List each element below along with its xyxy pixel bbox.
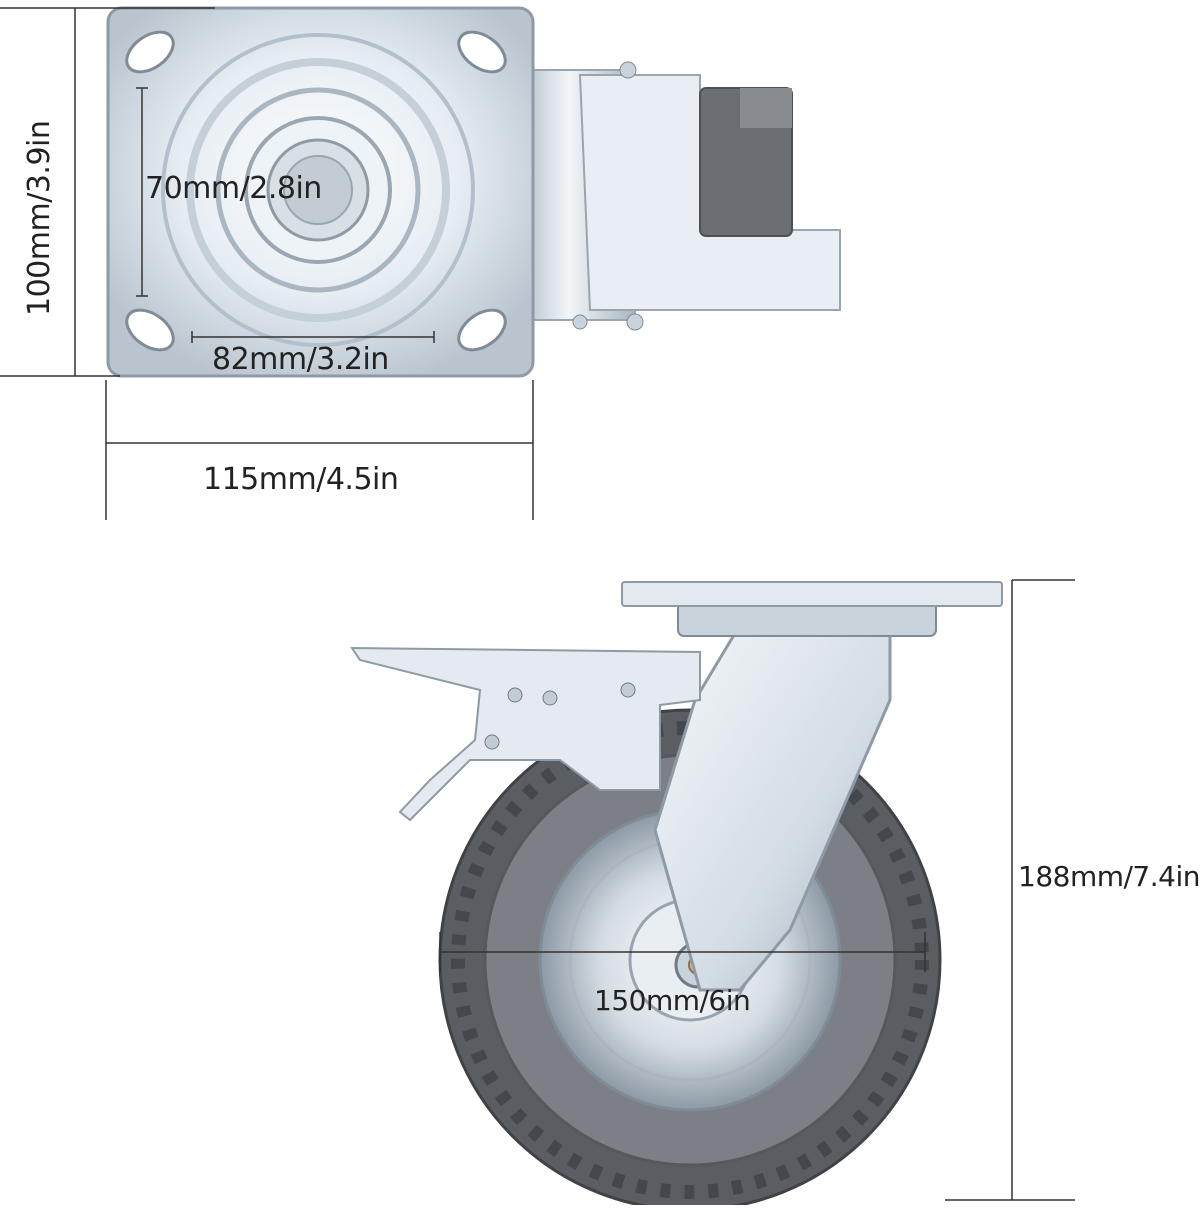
top-plate	[106, 6, 535, 378]
brake-lever	[350, 646, 701, 822]
fork	[653, 623, 892, 992]
side-view	[350, 579, 1075, 1209]
brake-housing	[524, 61, 841, 331]
plate-height-label: 100mm/3.9in	[22, 120, 57, 316]
hole-spacing-label: 82mm/3.2in	[212, 342, 389, 377]
side-dimension-lines	[439, 579, 1075, 1201]
top-dimension-lines	[0, 7, 534, 520]
overall-height-label: 188mm/7.4in	[1018, 860, 1200, 893]
inner-ring-label: 70mm/2.8in	[145, 171, 322, 206]
wheel-diameter-label: 150mm/6in	[594, 984, 751, 1017]
overall-width-label: 115mm/4.5in	[203, 462, 399, 497]
swivel-plate	[621, 581, 1003, 637]
top-view	[0, 6, 841, 520]
